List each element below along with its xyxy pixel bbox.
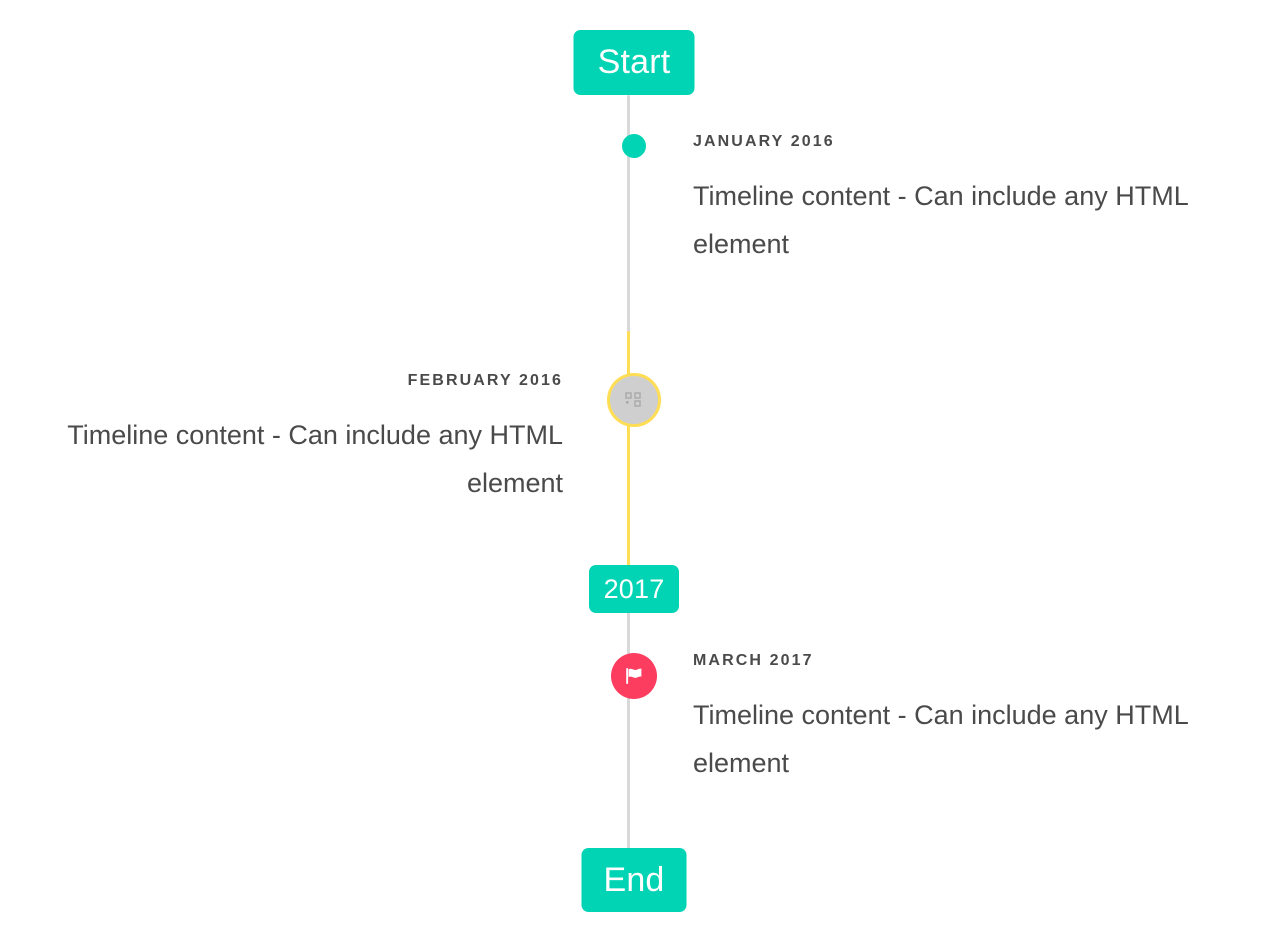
timeline-marker-dot[interactable]: [622, 134, 646, 158]
timeline-event-body: Timeline content - Can include any HTML …: [693, 700, 1188, 778]
timeline-event-january-2016: JANUARY 2016 Timeline content - Can incl…: [693, 134, 1223, 268]
broken-image-icon: [625, 392, 641, 407]
timeline-rail-segment-lower: [627, 612, 630, 850]
timeline-event-date: FEBRUARY 2016: [407, 372, 563, 389]
timeline-marker-flag[interactable]: [611, 653, 657, 699]
timeline-event-body: Timeline content - Can include any HTML …: [693, 181, 1188, 259]
timeline-event-date: JANUARY 2016: [693, 133, 835, 150]
timeline-event-march-2017: MARCH 2017 Timeline content - Can includ…: [693, 653, 1223, 787]
timeline-marker-image[interactable]: [607, 373, 661, 427]
timeline-event-body: Timeline content - Can include any HTML …: [67, 420, 563, 498]
timeline-event-february-2016: FEBRUARY 2016 Timeline content - Can inc…: [33, 373, 563, 507]
timeline-start-badge[interactable]: Start: [573, 30, 695, 95]
timeline-rail-segment-highlighted: [627, 331, 630, 567]
timeline-end-badge[interactable]: End: [581, 848, 687, 912]
flag-icon: [626, 668, 642, 684]
timeline-event-date: MARCH 2017: [693, 652, 814, 669]
timeline-rail-segment-upper: [627, 95, 630, 333]
timeline-middle-badge[interactable]: 2017: [589, 565, 679, 613]
